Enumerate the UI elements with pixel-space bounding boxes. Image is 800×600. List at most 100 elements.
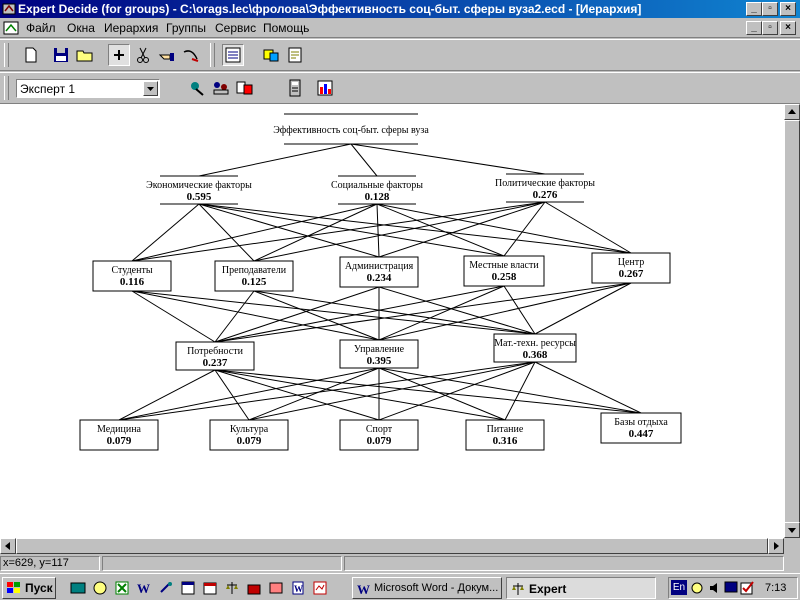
scales-task-icon — [512, 583, 524, 595]
hierarchy-link — [131, 290, 536, 335]
hierarchy-link — [131, 201, 546, 262]
expert-select[interactable]: Эксперт 1 — [16, 79, 160, 98]
save-icon[interactable] — [50, 44, 72, 66]
hierarchy-link — [131, 290, 380, 341]
word-task-icon: W — [357, 582, 370, 597]
language-indicator[interactable]: En — [671, 580, 687, 595]
hierarchy-link — [253, 290, 380, 341]
menu-file[interactable]: Файл — [26, 21, 56, 35]
vertical-scroll-thumb[interactable] — [784, 120, 800, 524]
tray-volume-icon[interactable] — [707, 580, 723, 596]
chart-icon[interactable] — [314, 77, 336, 99]
hierarchy-link — [253, 201, 546, 262]
cut-icon[interactable] — [132, 44, 154, 66]
child-minimize-button[interactable]: _ — [746, 21, 762, 35]
hierarchy-link — [214, 282, 632, 343]
hierarchy-link — [214, 369, 642, 414]
calculate-icon[interactable] — [260, 44, 282, 66]
expert-edit-icon[interactable] — [186, 77, 208, 99]
start-button[interactable]: Пуск — [2, 577, 56, 599]
child-restore-button[interactable]: ▫ — [762, 21, 778, 35]
word-doc-icon[interactable]: W — [290, 580, 306, 596]
open-folder-icon[interactable] — [74, 44, 96, 66]
alternative-node-box — [209, 419, 289, 451]
excel-icon[interactable] — [114, 580, 130, 596]
expert-compare-icon[interactable] — [234, 77, 256, 99]
menu-bar: Файл Окна Иерархия Группы Сервис Помощь … — [0, 18, 800, 38]
menu-windows[interactable]: Окна — [67, 21, 95, 35]
menu-hierarchy[interactable]: Иерархия — [104, 21, 159, 35]
horizontal-scroll-thumb[interactable] — [16, 538, 768, 554]
alternative-node-label: Культура — [230, 424, 269, 435]
toolbar-grip[interactable] — [4, 43, 9, 67]
tray-check-icon[interactable] — [739, 580, 755, 596]
hierarchy-view-icon[interactable] — [222, 44, 244, 66]
key-icon[interactable] — [158, 580, 174, 596]
scroll-right-icon[interactable] — [768, 538, 784, 554]
app-icon[interactable] — [2, 2, 16, 16]
tray-monitor-icon[interactable] — [723, 580, 739, 596]
horizontal-scrollbar[interactable] — [0, 538, 784, 554]
status-panel-3 — [344, 556, 784, 571]
status-bar: x=629, y=117 — [0, 554, 800, 572]
menu-groups[interactable]: Группы — [166, 21, 206, 35]
explorer-icon[interactable] — [92, 580, 108, 596]
new-file-icon[interactable] — [20, 44, 42, 66]
alternative-node-box — [339, 419, 419, 451]
svg-text:W: W — [294, 584, 303, 594]
report-icon[interactable] — [284, 44, 306, 66]
scroll-left-icon[interactable] — [0, 538, 16, 554]
status-coords: x=629, y=117 — [3, 557, 69, 569]
scroll-down-icon[interactable] — [784, 522, 800, 538]
goal-node[interactable]: Эффективность соц-быт. сферы вуза — [273, 113, 429, 145]
hierarchy-link — [503, 285, 536, 335]
document-icon[interactable] — [3, 21, 19, 35]
word-icon[interactable]: W — [136, 580, 152, 596]
child-close-button[interactable]: × — [780, 21, 796, 35]
menu-help[interactable]: Помощь — [263, 21, 310, 35]
close-button[interactable]: × — [780, 2, 796, 16]
expert-group-icon[interactable] — [210, 77, 232, 99]
window-icon[interactable] — [180, 580, 196, 596]
toolbar-grip[interactable] — [4, 76, 9, 100]
database-icon[interactable] — [268, 580, 284, 596]
scales-icon[interactable] — [224, 580, 240, 596]
chevron-down-icon[interactable] — [143, 81, 158, 96]
tray-tool-icon[interactable] — [689, 580, 705, 596]
hand-pointer-icon[interactable] — [156, 44, 178, 66]
vertical-scrollbar[interactable] — [784, 104, 800, 538]
calendar-icon[interactable] — [202, 580, 218, 596]
spss-icon[interactable] — [312, 580, 328, 596]
task-expert[interactable]: Expert — [506, 577, 656, 599]
desktop-icon[interactable] — [70, 580, 86, 596]
task-word[interactable]: W Microsoft Word - Докум... — [352, 577, 502, 599]
scroll-up-icon[interactable] — [784, 104, 800, 120]
link-tool-icon[interactable] — [180, 44, 202, 66]
alternative-node-box — [79, 419, 159, 451]
minimize-button[interactable]: _ — [746, 2, 762, 16]
briefcase-icon[interactable] — [246, 580, 262, 596]
hierarchy-link — [378, 201, 546, 258]
add-node-icon[interactable] — [108, 44, 130, 66]
hierarchy-link — [534, 282, 632, 335]
menu-service[interactable]: Сервис — [215, 21, 257, 35]
maximize-button[interactable]: ▫ — [762, 2, 778, 16]
calculator-icon[interactable] — [284, 77, 306, 99]
